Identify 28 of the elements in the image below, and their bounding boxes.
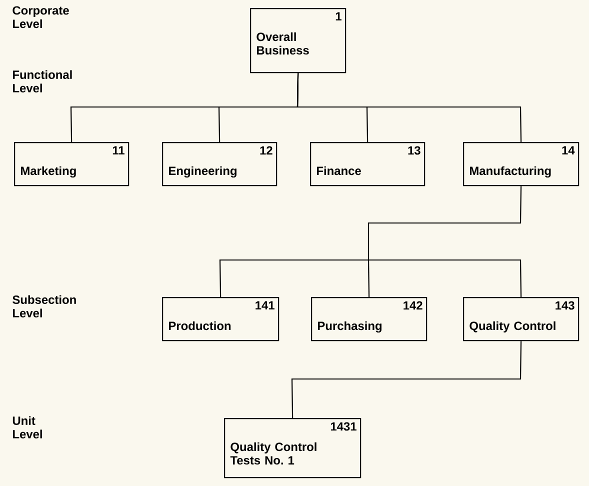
unit-number: 1431 — [330, 422, 356, 431]
unit-number: 142 — [404, 301, 422, 310]
unit-name: Manufacturing — [470, 166, 551, 178]
connector-line — [291, 341, 522, 418]
unit-name: Quality Control Tests No. 1 — [230, 442, 316, 465]
level-label: Functional Level — [13, 70, 72, 92]
unit-number: 14 — [562, 146, 575, 154]
connector-line — [368, 186, 522, 260]
unit-name: Production — [169, 321, 231, 330]
unit-number: 1 — [336, 12, 342, 20]
unit-name: Marketing — [21, 166, 76, 178]
unit-name: Engineering — [169, 166, 236, 178]
unit-number: 141 — [256, 301, 274, 310]
connector-line — [296, 73, 522, 142]
connector-line — [219, 259, 368, 297]
unit-name: Purchasing — [318, 321, 382, 333]
unit-number: 13 — [408, 146, 420, 155]
level-label: Corporate Level — [12, 6, 69, 28]
unit-number: 11 — [112, 146, 124, 154]
connector-line — [368, 260, 370, 297]
unit-number: 12 — [260, 146, 272, 155]
unit-number: 143 — [556, 301, 574, 310]
level-label: Subsection Level — [12, 295, 76, 318]
level-label: Unit Level — [12, 416, 42, 438]
unit-name: Quality Control — [470, 321, 556, 332]
unit-name: Overall Business — [256, 32, 309, 55]
unit-name: Finance — [317, 166, 361, 176]
connector-line — [368, 259, 522, 297]
